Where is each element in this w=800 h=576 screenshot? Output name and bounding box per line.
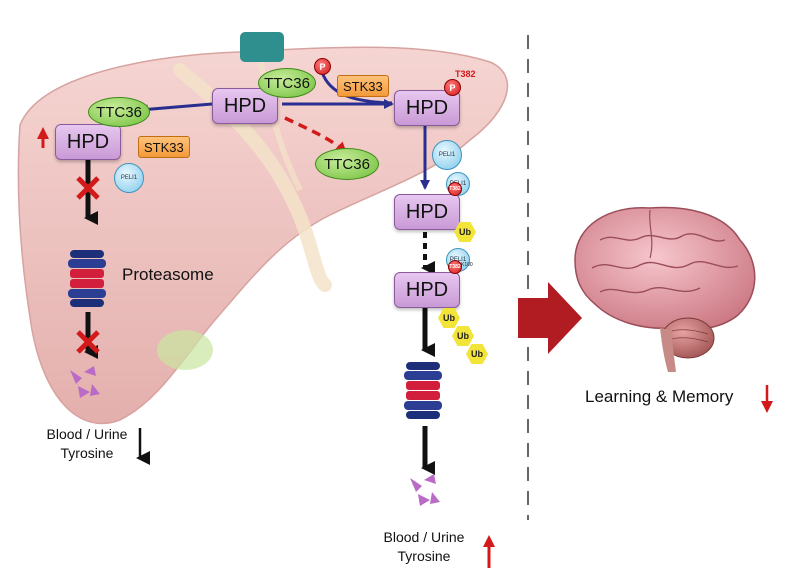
blood-tyrosine-right: Blood / Urine Tyrosine — [378, 528, 470, 566]
hpd-right-2: HPD — [394, 194, 460, 230]
blocked-x-icon — [76, 330, 100, 354]
arrow-hpd-to-left — [138, 102, 213, 115]
stk33-left-label: STK33 — [144, 139, 184, 155]
stk33-center-label: STK33 — [343, 78, 383, 94]
t382-badge-2-label: T382 — [449, 186, 461, 192]
ttc36-center: TTC36 — [258, 68, 316, 98]
stk33-center: STK33 — [337, 75, 389, 97]
amino-acid-fragments-icon — [70, 366, 100, 398]
proteasome-label: Proteasome — [122, 265, 214, 284]
learning-memory-label: Learning & Memory — [585, 387, 734, 406]
t382-label: T382 — [455, 69, 476, 79]
peli1-left: PELI1 — [114, 163, 144, 193]
blood-right-line1: Blood / Urine — [383, 529, 465, 545]
ub-tag-1: Ub — [454, 222, 476, 242]
ub-tag-c: Ub — [466, 344, 488, 364]
hpd-right-2-label: HPD — [405, 200, 449, 223]
ttc36-released: TTC36 — [315, 148, 379, 180]
phospho-center: P — [314, 58, 331, 75]
hpd-right-3-label: HPD — [405, 278, 449, 301]
phospho-right: P — [444, 79, 461, 96]
t382-badge-3: T382 — [448, 260, 462, 274]
ub-tag-1-label: Ub — [459, 227, 471, 237]
ub-tag-a-label: Ub — [443, 313, 455, 323]
t382-badge-3-label: T382 — [449, 264, 461, 270]
ub-tag-c-label: Ub — [471, 349, 483, 359]
phospho-center-label: P — [319, 61, 326, 72]
proteasome-icon — [68, 250, 106, 307]
blood-right-line2: Tyrosine — [397, 548, 451, 564]
proteasome-icon — [404, 362, 442, 419]
hpd-right-1-label: HPD — [405, 96, 449, 119]
hpd-center-label: HPD — [223, 94, 267, 117]
blood-left-line1: Blood / Urine — [46, 426, 128, 442]
blood-left-line2: Tyrosine — [60, 445, 114, 461]
ub-tag-a: Ub — [438, 308, 460, 328]
t382-badge-2: T382 — [448, 182, 462, 196]
stk33-left: STK33 — [138, 136, 190, 158]
big-arrow-icon — [518, 282, 582, 354]
phospho-right-label: P — [449, 82, 456, 93]
hpd-center-box: HPD — [212, 88, 278, 124]
peli1-left-label: PELI1 — [120, 175, 138, 181]
ttc36-center-label: TTC36 — [264, 74, 310, 92]
ttc36-left: TTC36 — [88, 97, 150, 127]
brain-icon — [574, 206, 756, 372]
blood-tyrosine-left: Blood / Urine Tyrosine — [42, 425, 132, 463]
vessel-icon — [240, 32, 284, 62]
hpd-right-1: HPD — [394, 90, 460, 126]
hpd-right-3: HPD — [394, 272, 460, 308]
ttc36-released-label: TTC36 — [324, 155, 370, 173]
hpd-left-box: HPD — [55, 124, 121, 160]
ub-tag-b-label: Ub — [457, 331, 469, 341]
peli1-right-1-label: PELI1 — [438, 152, 456, 158]
ub-tag-b: Ub — [452, 326, 474, 346]
hpd-left-label: HPD — [66, 130, 110, 153]
peli1-right-1: PELI1 — [432, 140, 462, 170]
ttc36-left-label: TTC36 — [96, 103, 142, 121]
amino-acid-fragments-icon — [410, 474, 440, 506]
blocked-x-icon — [76, 176, 100, 200]
k100-label: K100 — [461, 262, 473, 268]
